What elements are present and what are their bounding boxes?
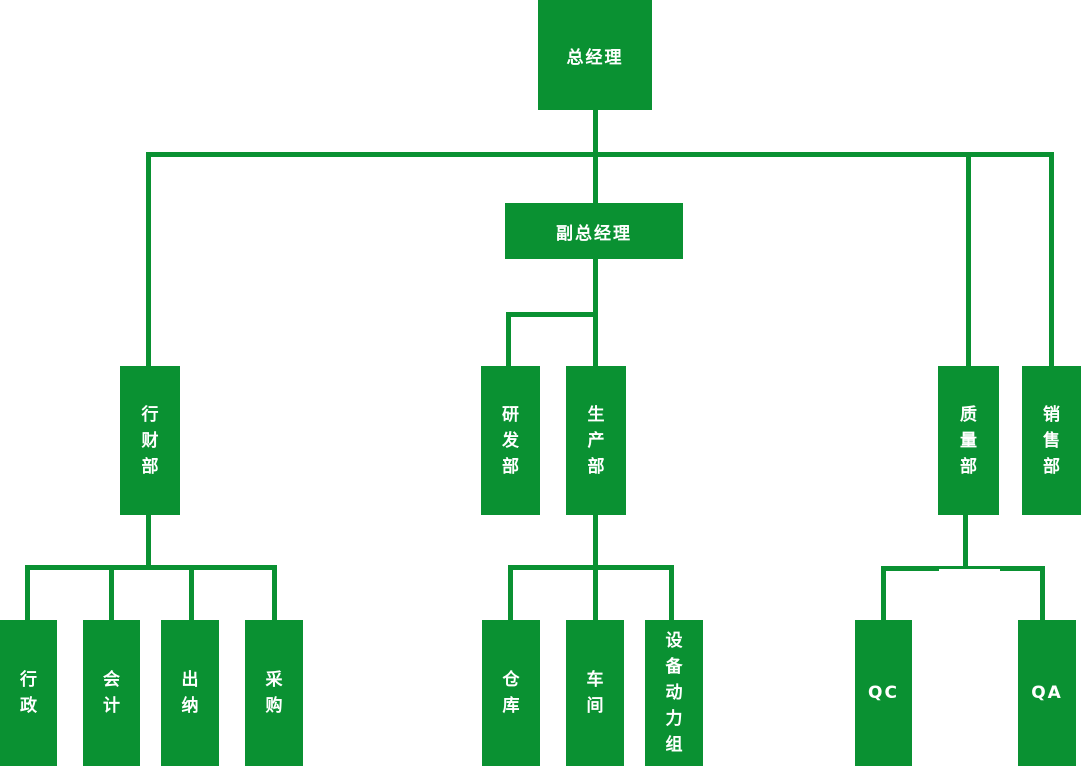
connector-line <box>109 565 114 620</box>
org-node-cashier[interactable]: 出 纳 <box>161 620 219 766</box>
org-node-workshop[interactable]: 车 间 <box>566 620 624 766</box>
org-node-label: 总经理 <box>566 47 624 68</box>
org-node-deputy-gm[interactable]: 副总经理 <box>505 203 683 259</box>
org-node-label: 销 售 部 <box>1043 404 1060 477</box>
org-node-label: 仓 库 <box>502 670 520 716</box>
org-node-admin-finance-dept[interactable]: 行 财 部 <box>120 366 180 515</box>
org-node-qc[interactable]: QC <box>855 620 912 766</box>
connector-line <box>508 565 513 620</box>
connector-line <box>146 515 151 570</box>
org-node-label: 行 财 部 <box>141 404 159 477</box>
org-node-label: 研 发 部 <box>502 404 519 477</box>
connector-line <box>146 152 1054 157</box>
org-node-label: 行 政 <box>20 670 37 716</box>
connector-line <box>1049 152 1054 366</box>
connector-line <box>506 312 598 317</box>
org-node-label: 质 量 部 <box>960 404 977 477</box>
connector-line <box>966 152 971 366</box>
org-node-administration[interactable]: 行 政 <box>0 620 57 766</box>
connector-line <box>881 566 1045 571</box>
connector-line <box>189 565 194 620</box>
connector-line <box>25 565 277 570</box>
connector-line <box>272 565 277 620</box>
org-node-general-manager[interactable]: 总经理 <box>538 0 652 110</box>
org-node-equipment-power-group[interactable]: 设 备 动 力 组 <box>645 620 703 766</box>
org-node-purchasing[interactable]: 采 购 <box>245 620 303 766</box>
connector-line <box>963 515 968 567</box>
org-node-label: QA <box>1031 683 1063 703</box>
org-node-label: 设 备 动 力 组 <box>665 631 683 755</box>
org-node-label: 副总经理 <box>556 223 632 244</box>
org-node-label: 车 间 <box>586 670 604 716</box>
connector-line <box>506 312 511 366</box>
connector-line <box>25 565 30 620</box>
org-node-label: 会 计 <box>103 670 120 716</box>
connector-line <box>508 565 674 570</box>
org-node-qa[interactable]: QA <box>1018 620 1076 766</box>
connector-gap <box>939 569 1000 571</box>
org-node-quality-dept[interactable]: 质 量 部 <box>938 366 999 515</box>
org-node-accounting[interactable]: 会 计 <box>83 620 140 766</box>
connector-line <box>146 152 151 366</box>
org-node-production-dept[interactable]: 生 产 部 <box>566 366 626 515</box>
connector-line <box>1040 566 1045 620</box>
org-node-label: 出 纳 <box>181 670 199 716</box>
connector-line <box>593 515 598 570</box>
org-node-label: QC <box>868 683 899 703</box>
org-node-label: 生 产 部 <box>587 404 605 477</box>
connector-line <box>593 565 598 620</box>
org-node-label: 采 购 <box>265 670 283 716</box>
connector-line <box>669 565 674 620</box>
org-node-rd-dept[interactable]: 研 发 部 <box>481 366 540 515</box>
org-node-sales-dept[interactable]: 销 售 部 <box>1022 366 1081 515</box>
org-node-warehouse[interactable]: 仓 库 <box>482 620 540 766</box>
connector-line <box>881 566 886 620</box>
